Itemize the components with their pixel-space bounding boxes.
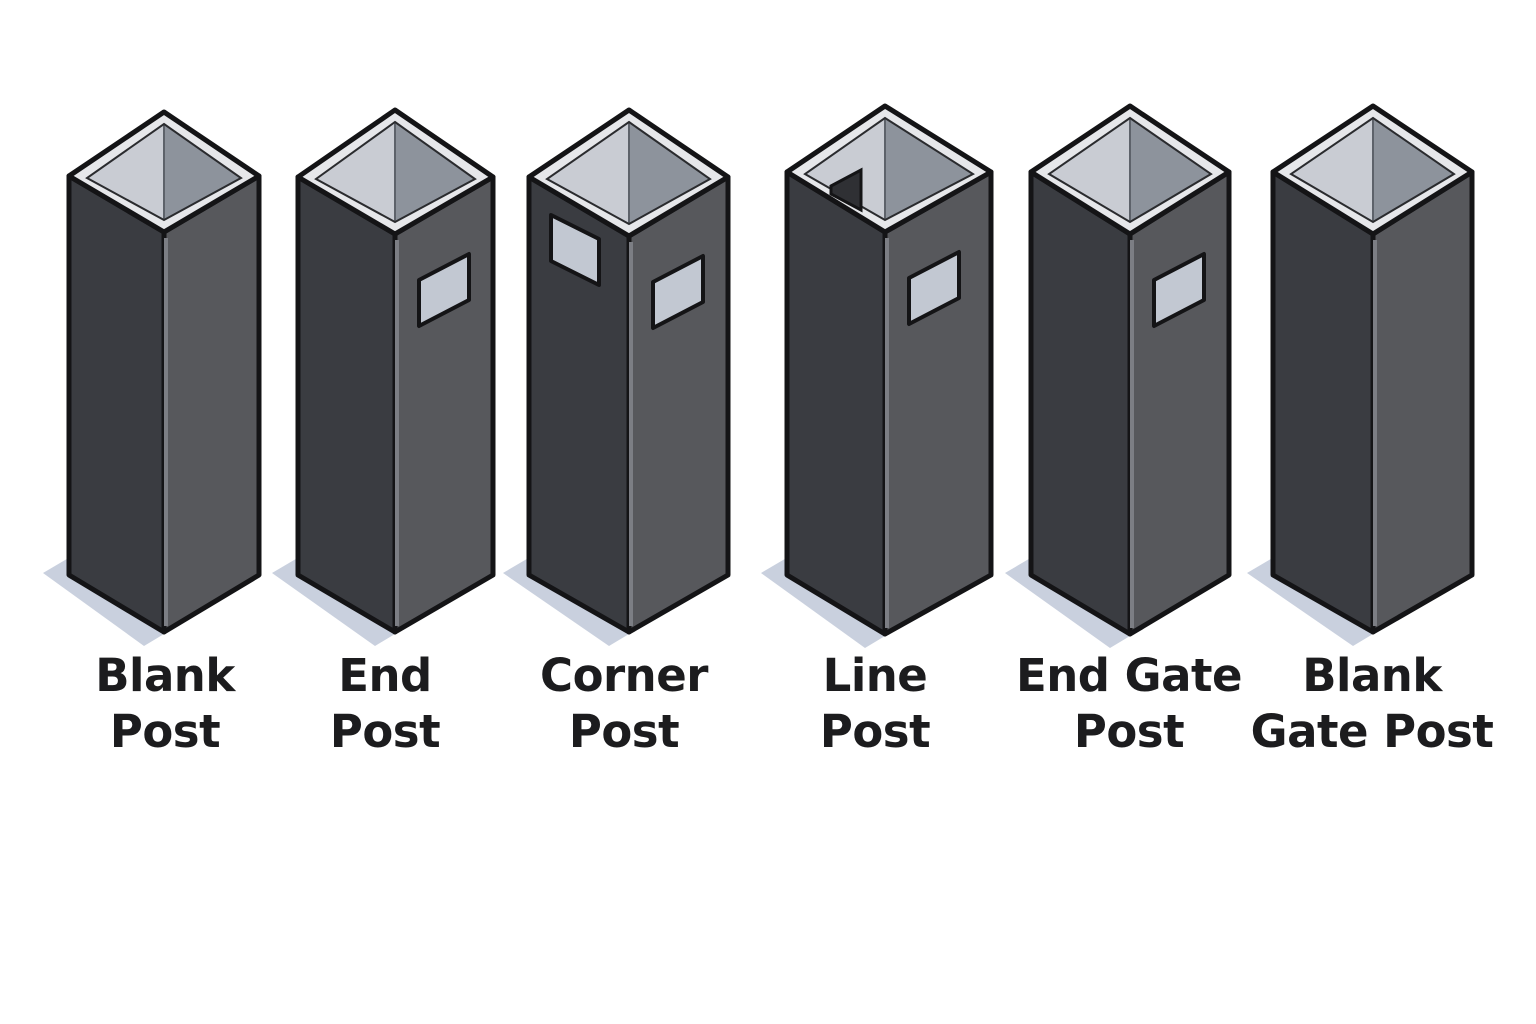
- post-right-face: [626, 174, 731, 635]
- post-label-end-gate: End Gate Post: [999, 648, 1259, 760]
- post-right-face: [392, 174, 496, 635]
- label-line-1: Blank: [1302, 649, 1442, 702]
- notch-top: [829, 167, 863, 213]
- post-label-line: Line Post: [745, 648, 1005, 760]
- label-line-2: Post: [568, 705, 680, 758]
- post-line: [784, 103, 994, 637]
- post-left-face: [66, 173, 167, 635]
- post-interior-outline: [545, 120, 712, 226]
- label-line-2: Post: [109, 705, 221, 758]
- post-interior-right: [1130, 118, 1211, 222]
- slot-right: [417, 252, 471, 328]
- post-interior-outline: [803, 116, 975, 222]
- slot-right: [651, 254, 705, 330]
- post-right-face: [161, 173, 262, 635]
- post-corner: [526, 107, 731, 635]
- post-interior-left: [316, 122, 395, 222]
- post-interior-outline: [314, 120, 477, 224]
- slot-left: [549, 213, 601, 287]
- label-line-2: Gate Post: [1250, 705, 1494, 758]
- post-interior-outline: [1289, 116, 1456, 224]
- label-line-2: Post: [819, 705, 931, 758]
- label-line-2: Post: [1073, 705, 1185, 758]
- post-label-blank-gate: Blank Gate Post: [1242, 648, 1502, 760]
- post-interior-left: [1291, 118, 1373, 222]
- post-interior-left: [87, 124, 164, 220]
- post-interior-left: [547, 122, 629, 224]
- post-label-blank: Blank Post: [35, 648, 295, 760]
- label-line-1: Corner: [540, 649, 708, 702]
- post-interior-right: [885, 118, 973, 220]
- post-right-face: [1127, 169, 1232, 637]
- post-interior-right: [164, 124, 241, 220]
- slot-right: [1152, 252, 1206, 328]
- slot-right: [907, 250, 961, 326]
- post-end-gate: [1028, 103, 1232, 637]
- post-left-face: [1270, 169, 1376, 635]
- post-interior-left: [805, 118, 885, 220]
- post-interior-right: [1373, 118, 1454, 222]
- post-right-face: [1370, 169, 1475, 635]
- post-interior-left: [1049, 118, 1130, 222]
- post-right-face: [882, 169, 994, 637]
- post-label-end: End Post: [255, 648, 515, 760]
- post-left-face: [784, 169, 888, 637]
- post-label-corner: Corner Post: [494, 648, 754, 760]
- post-end: [295, 107, 496, 635]
- label-line-1: Line: [822, 649, 928, 702]
- post-left-face: [1028, 169, 1133, 637]
- post-blank-gate: [1270, 103, 1475, 635]
- label-line-1: Blank: [95, 649, 235, 702]
- label-line-1: End: [338, 649, 432, 702]
- post-left-face: [295, 174, 398, 635]
- label-line-2: Post: [329, 705, 441, 758]
- label-line-1: End Gate: [1016, 649, 1243, 702]
- post-interior-right: [629, 122, 710, 224]
- post-interior-outline: [85, 122, 243, 222]
- post-interior-outline: [1047, 116, 1213, 224]
- post-blank: [66, 109, 262, 635]
- post-interior-right: [395, 122, 475, 222]
